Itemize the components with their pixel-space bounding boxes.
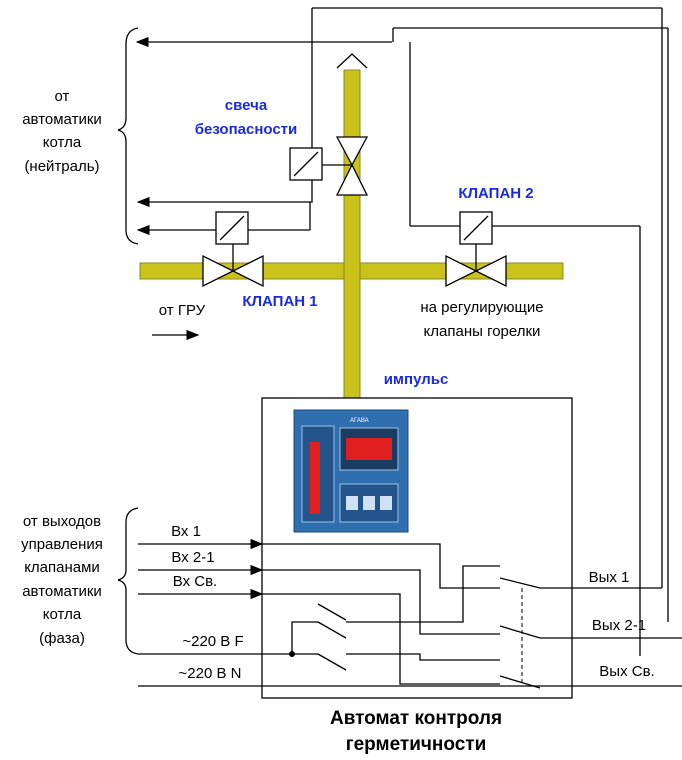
label-valve-2: КЛАПАН 2	[458, 185, 533, 202]
label-from-outputs-line: котла	[43, 606, 82, 623]
panel-brand-label: АГАВА	[350, 418, 369, 424]
label-from-outputs-line: от выходов	[23, 513, 101, 530]
label-output-1: Вых 1	[589, 569, 630, 586]
label-valve-1: КЛАПАН 1	[242, 293, 317, 310]
valve-1	[202, 211, 264, 288]
device-front-panel: АГАВА	[293, 409, 409, 533]
valve-2	[445, 211, 507, 288]
label-output-candle: Вых Св.	[599, 663, 654, 680]
label-input-1: Вх 1	[171, 523, 201, 540]
panel-button-icon	[363, 496, 375, 510]
control-wiring-upper	[117, 7, 669, 656]
panel-button-icon	[380, 496, 392, 510]
label-input-candle: Вх Св.	[173, 573, 217, 590]
label-neutral-220: ~220 В N	[179, 665, 242, 682]
label-from-outputs-line: управления	[21, 536, 103, 553]
safety-candle-valve	[289, 136, 369, 196]
vertical-gas-pipe	[343, 69, 361, 399]
label-to-burner: на регулирующие	[420, 299, 543, 316]
label-from-outputs-line: (фаза)	[39, 630, 85, 647]
label-from-boiler-line: (нейтраль)	[24, 158, 99, 175]
label-from-boiler-line: котла	[43, 134, 82, 151]
label-from-boiler-line: от	[55, 88, 70, 105]
label-phase-220: ~220 В F	[182, 633, 243, 650]
label-from-boiler-line: автоматики	[22, 111, 102, 128]
label-input-2-1: Вх 2-1	[171, 549, 214, 566]
panel-button-icon	[346, 496, 358, 510]
label-from-gru: от ГРУ	[159, 302, 206, 319]
label-from-outputs-line: клапанами	[24, 559, 100, 576]
device-title: Автомат контроля	[330, 708, 502, 729]
label-impulse: импульс	[384, 371, 449, 388]
label-from-outputs-line: автоматики	[22, 583, 102, 600]
label-safety-candle: свеча	[225, 97, 268, 114]
device-title: герметичности	[346, 734, 487, 755]
control-wiring-lower	[117, 507, 682, 689]
vent-cap-icon	[336, 53, 368, 69]
led-bar-icon	[310, 442, 320, 514]
label-safety-candle: безопасности	[195, 121, 298, 138]
digital-display-icon	[346, 438, 392, 460]
labels: от автоматики котла (нейтраль) свеча без…	[21, 88, 655, 755]
label-output-2-1: Вых 2-1	[592, 617, 646, 634]
label-to-burner: клапаны горелки	[424, 323, 541, 340]
